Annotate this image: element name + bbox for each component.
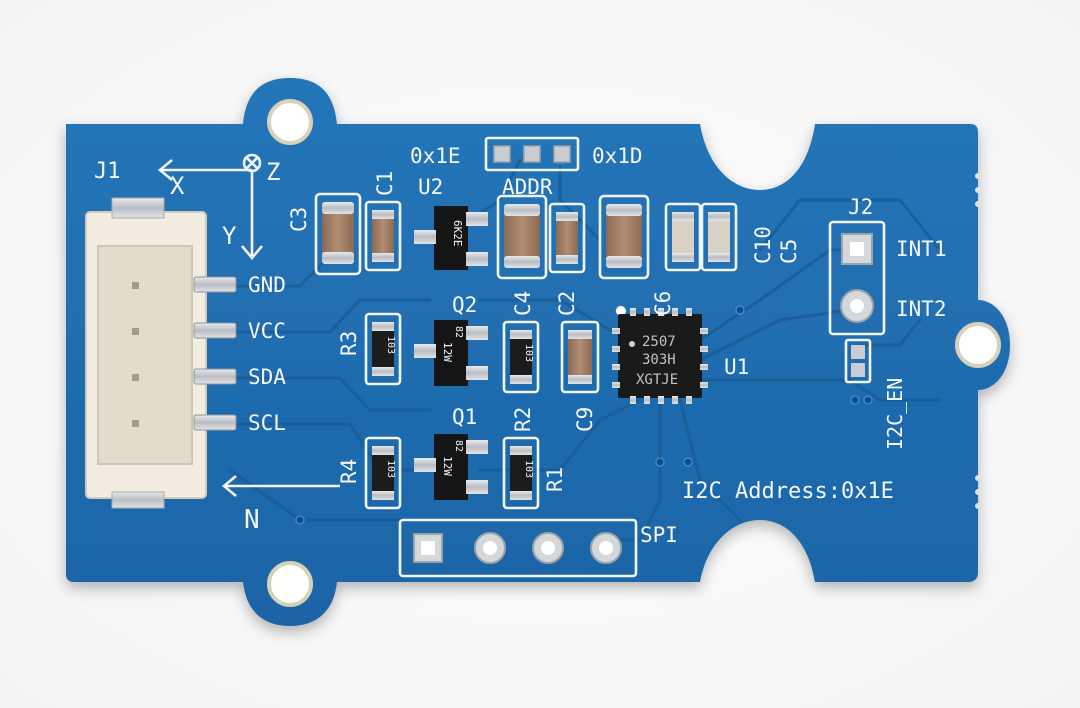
connector-latch-top (111, 197, 165, 219)
mount-hole-top (267, 99, 313, 145)
pin1-marker-dot (616, 306, 626, 316)
svg-text:103: 103 (523, 344, 534, 362)
label-int2: INT2 (896, 297, 947, 321)
j1-connector (85, 197, 237, 509)
transistor-q1: 82 12W (414, 434, 488, 500)
svg-text:2507: 2507 (642, 334, 676, 350)
label-r1: R1 (543, 467, 567, 492)
label-j1: J1 (94, 159, 121, 184)
capacitor-c2 (548, 202, 586, 274)
label-c3: C3 (287, 207, 311, 232)
i2c-address-note: I2C Address:0x1E (682, 479, 894, 504)
header-j2 (828, 220, 886, 336)
label-c9: C9 (573, 407, 597, 432)
svg-text:103: 103 (385, 460, 396, 478)
capacitor-c4 (496, 194, 548, 280)
label-c5: C5 (777, 239, 801, 264)
capacitor-c9 (560, 320, 600, 394)
label-r4: R4 (337, 459, 361, 484)
svg-text:82: 82 (453, 440, 464, 452)
capacitor-c6 (598, 194, 650, 280)
label-c2: C2 (555, 291, 579, 316)
label-c6: C6 (651, 291, 675, 316)
label-c1: C1 (373, 171, 397, 196)
label-i2c-en: I2C_EN (883, 378, 907, 450)
pin-label-scl: SCL (248, 411, 286, 435)
label-q1: Q1 (452, 405, 477, 429)
spi-header (398, 518, 638, 578)
connector-leads (193, 276, 237, 431)
label-q2: Q2 (452, 293, 477, 317)
pin-label-gnd: GND (248, 273, 286, 297)
mount-hole-right (955, 322, 1001, 368)
transistor-q2: 82 12W (414, 320, 488, 386)
label-c10: C10 (751, 226, 775, 264)
axis-diagram (157, 153, 340, 497)
svg-text:12W: 12W (441, 342, 454, 362)
regulator-u2: 6K2E (414, 206, 488, 270)
axis-z-label: Z (266, 158, 280, 186)
capacitor-c1 (364, 200, 402, 272)
mount-hole-bottom (267, 561, 313, 607)
connector-latch-bottom (111, 491, 165, 509)
svg-text:103: 103 (385, 336, 396, 354)
north-label: N (244, 505, 260, 535)
svg-text:82: 82 (453, 326, 464, 338)
axis-x-label: X (170, 172, 185, 200)
i2c-en-jumper (844, 338, 872, 384)
resistor-r2: 103 (502, 320, 540, 394)
addr-jumper (484, 136, 580, 172)
label-spi: SPI (640, 523, 678, 547)
svg-text:XGTJE: XGTJE (636, 372, 678, 388)
resistor-r1: 103 (502, 436, 540, 510)
capacitor-c3 (314, 192, 362, 276)
addr-right-label: 0x1D (592, 144, 643, 168)
label-j2: J2 (848, 195, 873, 219)
pin-label-sda: SDA (248, 365, 286, 389)
capacitor-c10 (664, 202, 702, 272)
pin-label-vcc: VCC (248, 319, 286, 343)
svg-text:303H: 303H (642, 352, 676, 368)
connector-pins (132, 282, 139, 427)
axis-y-label: Y (222, 222, 237, 250)
svg-text:6K2E: 6K2E (451, 220, 464, 247)
connector-cavity (97, 245, 193, 465)
edge-pads (975, 173, 981, 509)
label-u1: U1 (724, 355, 749, 379)
svg-text:12W: 12W (441, 456, 454, 476)
capacitor-c5 (700, 202, 738, 272)
svg-text:103: 103 (523, 460, 534, 478)
label-r2: R2 (511, 407, 535, 432)
magnetometer-u1: 2507 303H XGTJE (612, 308, 708, 404)
label-c4: C4 (511, 291, 535, 316)
addr-left-label: 0x1E (410, 144, 461, 168)
label-u2: U2 (418, 175, 443, 199)
resistor-r3: 103 (364, 312, 402, 386)
label-int1: INT1 (896, 237, 947, 261)
resistor-r4: 103 (364, 436, 402, 510)
label-r3: R3 (337, 331, 361, 356)
